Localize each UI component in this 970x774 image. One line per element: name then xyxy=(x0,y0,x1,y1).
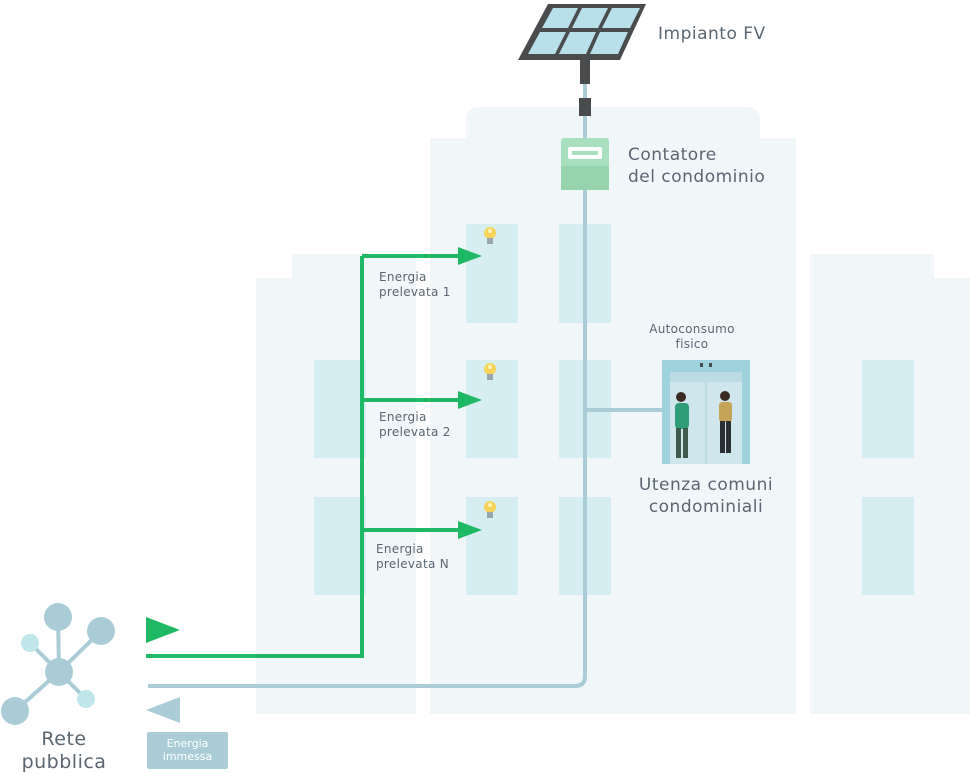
light-bulb-icon xyxy=(484,227,496,244)
network-icon xyxy=(1,603,115,725)
light-bulb-icon xyxy=(484,501,496,518)
arrow-left-icon xyxy=(146,697,180,723)
window xyxy=(862,497,914,595)
drawn-energy-n-line1: Energia xyxy=(376,542,424,556)
elevator-icon xyxy=(662,360,750,464)
drawn-energy-2-line2: prelevata 2 xyxy=(379,425,451,439)
light-bulb-icon xyxy=(484,363,496,380)
arrow-right-icon xyxy=(458,391,482,409)
common-utilities-line2: condominiali xyxy=(648,497,764,517)
windows xyxy=(314,224,914,595)
meter-label: Contatore del condominio xyxy=(628,144,765,188)
meter-to-grid-line xyxy=(148,190,587,688)
blue-flow xyxy=(148,190,662,688)
grid-trunk-line xyxy=(146,256,364,658)
public-grid-line2: pubblica xyxy=(21,751,107,773)
drawn-energy-1-label: Energia prelevata 1 xyxy=(379,270,451,300)
drawn-energy-1-line2: prelevata 1 xyxy=(379,285,451,299)
meter-label-line1: Contatore xyxy=(628,145,717,165)
self-consumption-line1: Autoconsumo xyxy=(649,322,735,336)
arrow-right-icon xyxy=(458,521,482,539)
window xyxy=(862,360,914,458)
solar-panel-icon xyxy=(518,4,646,138)
common-utilities-label: Utenza comuni condominiali xyxy=(620,474,792,518)
drawn-energy-2-label: Energia prelevata 2 xyxy=(379,410,451,440)
common-utilities-line1: Utenza comuni xyxy=(638,475,774,495)
injected-energy-badge: Energia immessa xyxy=(147,732,228,769)
drawn-energy-1-line1: Energia xyxy=(379,270,427,284)
light-bulbs xyxy=(484,227,496,518)
drawn-energy-n-line2: prelevata N xyxy=(376,557,449,571)
window xyxy=(314,360,366,458)
pv-plant-label: Impianto FV xyxy=(658,24,766,44)
meter-icon xyxy=(561,138,609,190)
meter-label-line2: del condominio xyxy=(628,167,766,187)
building-right xyxy=(810,254,970,714)
public-grid-label: Rete pubblica xyxy=(16,728,112,774)
building-left xyxy=(256,254,416,714)
arrow-right-icon xyxy=(146,617,180,643)
injected-energy-line2: immessa xyxy=(162,750,213,763)
public-grid-line1: Rete xyxy=(41,728,87,750)
self-consumption-line2: fisico xyxy=(675,337,709,351)
green-arrowheads xyxy=(146,247,482,643)
self-consumption-label: Autoconsumo fisico xyxy=(646,322,738,352)
window xyxy=(314,497,366,595)
injected-energy-line1: Energia xyxy=(166,737,209,750)
arrow-right-icon xyxy=(458,247,482,265)
drawn-energy-n-label: Energia prelevata N xyxy=(376,542,449,572)
green-flow xyxy=(146,254,460,658)
drawn-energy-2-line1: Energia xyxy=(379,410,427,424)
